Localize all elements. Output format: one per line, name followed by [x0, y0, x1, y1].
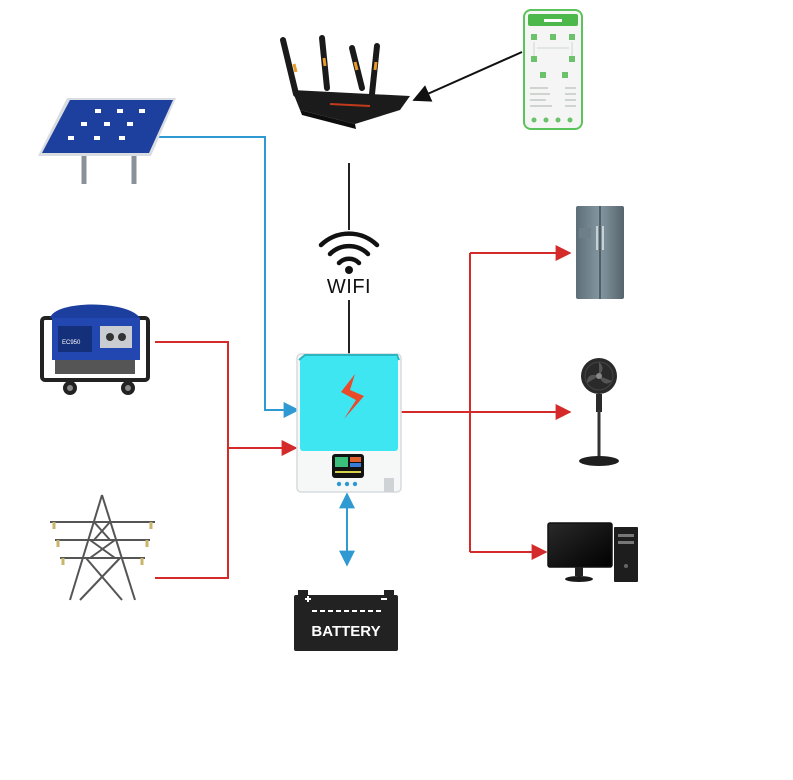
solar-panel-icon	[38, 98, 176, 184]
battery-label: BATTERY	[311, 623, 380, 640]
wifi-label: WIFI	[327, 276, 371, 298]
connections	[155, 51, 572, 579]
refrigerator-icon	[576, 206, 624, 299]
smartphone-app-icon	[523, 9, 583, 130]
wifi-icon	[318, 231, 380, 266]
inverter-logo	[341, 374, 364, 419]
solar-to-inverter-line	[155, 136, 300, 418]
fan-icon	[579, 358, 619, 466]
computer-icon	[547, 522, 638, 582]
generator-icon: EC950	[40, 304, 150, 395]
wifi-dot	[345, 266, 353, 274]
phone-to-router-line	[412, 51, 523, 102]
power-pylon-icon	[50, 494, 155, 601]
generator-badge-text: EC950	[62, 340, 81, 346]
generator-to-inverter-line	[155, 341, 229, 448]
router-icon	[280, 35, 410, 129]
grid-to-inverter-line	[155, 448, 229, 579]
inverter-icon	[296, 353, 402, 493]
battery-icon: BATTERY	[294, 590, 398, 651]
